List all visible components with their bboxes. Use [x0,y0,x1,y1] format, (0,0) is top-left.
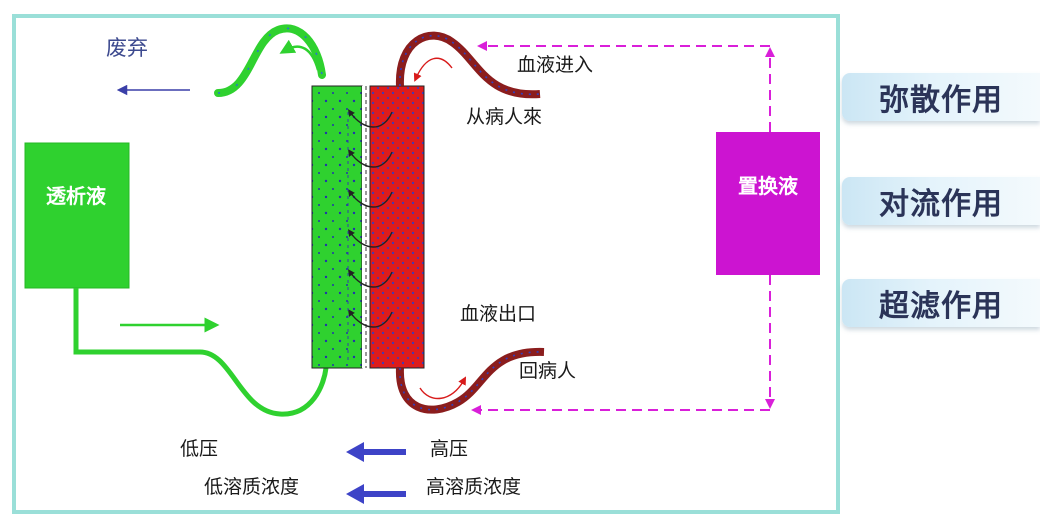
dialysate-label: 透析液 [46,184,106,208]
blood-in-label: 血液进入 [517,54,594,76]
high-solute-label: 高溶质浓度 [426,476,522,498]
blood-inlet-tube [395,31,541,99]
replacement-box [716,132,820,275]
waste-label: 废弃 [106,36,148,60]
back-to-patient-label: 回病人 [519,360,577,382]
flow-arrow-icon [419,376,467,400]
mechanism-label: 对流作用 [879,187,1003,222]
low-solute-label: 低溶质浓度 [204,476,300,498]
dialysate-box [24,142,130,289]
from-patient-label: 从病人來 [466,106,543,128]
dialysate-inlet-tube [73,288,329,417]
mechanism-diffusion: 弥散作用 [842,73,1040,121]
diagram-frame [12,14,840,514]
mechanism-ultrafiltration: 超滤作用 [842,279,1040,327]
low-pressure-label: 低压 [180,438,219,460]
blood-out-label: 血液出口 [460,303,537,325]
mechanism-convection: 对流作用 [842,177,1040,225]
flow-arrow-icon [413,57,453,82]
pressure-arrow-icon [346,442,406,462]
waste-tube [214,24,326,97]
flow-arrow-icon [279,39,320,71]
high-pressure-label: 高压 [430,438,469,460]
solute-arrow-icon [346,484,406,504]
replacement-dashed-lines [471,41,775,415]
replacement-label: 置换液 [738,174,798,198]
mechanism-label: 超滤作用 [879,289,1003,324]
mechanism-label: 弥散作用 [879,83,1003,118]
diffusion-arcs [347,109,393,328]
